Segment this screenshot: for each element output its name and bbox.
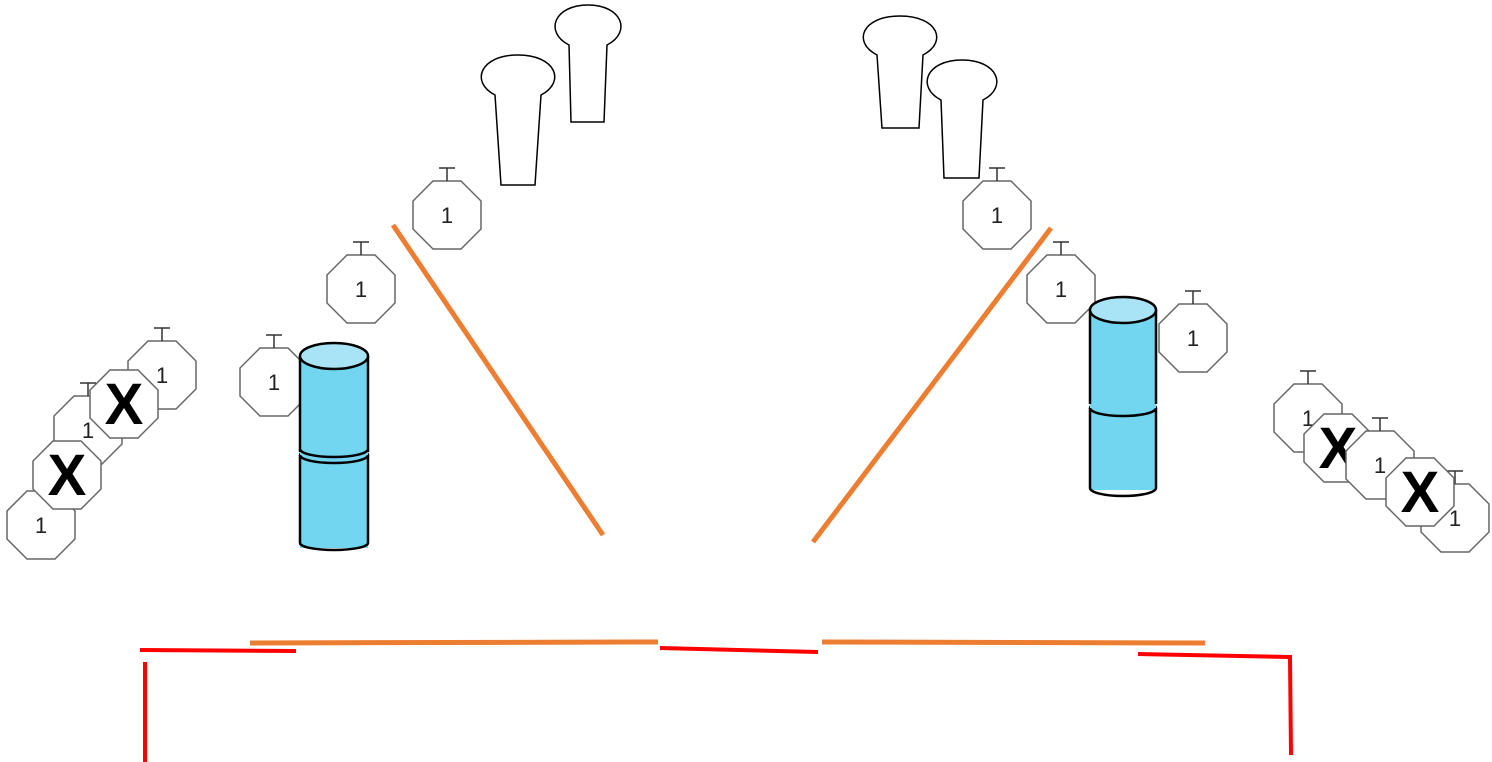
wall-front-right	[821, 639, 1206, 646]
octagon-target-icon: 1	[412, 167, 482, 250]
svg-text:1: 1	[1187, 326, 1199, 351]
fault-line-right	[1137, 652, 1293, 756]
octagon-target-icon: 1	[1026, 241, 1096, 324]
octagon-target-icon: 1	[1420, 470, 1490, 553]
no-shoot-target: X	[1385, 457, 1455, 527]
targets-right-cluster: 1 1 X 1 X	[1273, 370, 1490, 553]
targets-left-cluster: 1 1 1 X X	[6, 327, 197, 560]
popper-icon	[926, 59, 998, 179]
octagon-target-icon: 1	[6, 477, 76, 560]
fault-line-center	[659, 646, 819, 654]
svg-text:1: 1	[1302, 406, 1314, 431]
octagon-target-icon: 1	[239, 334, 309, 417]
octagon-target-icon: 1	[53, 382, 123, 465]
wall-diagonal-left	[390, 223, 606, 537]
x-mark-icon: X	[48, 443, 87, 508]
svg-text:1: 1	[156, 363, 168, 388]
svg-text:1: 1	[1374, 453, 1386, 478]
octagon-target-icon: 1	[962, 167, 1032, 250]
svg-text:1: 1	[991, 203, 1003, 228]
barrel-icon	[298, 341, 370, 552]
x-mark-icon: X	[105, 372, 144, 437]
popper-icon	[554, 4, 622, 123]
octagon-target-icon: 1	[1273, 370, 1343, 453]
svg-text:1: 1	[268, 370, 280, 395]
poppers	[480, 4, 998, 186]
popper-icon	[862, 15, 938, 129]
svg-text:1: 1	[35, 513, 47, 538]
svg-text:1: 1	[355, 277, 367, 302]
svg-text:1: 1	[82, 418, 94, 443]
no-shoot-target: X	[32, 440, 102, 510]
barrel-icon	[1088, 295, 1158, 498]
fault-lines	[139, 646, 1293, 762]
wall-diagonal-right	[811, 226, 1053, 544]
fault-line-left	[139, 648, 297, 653]
octagon-target-icon: 1	[1345, 417, 1415, 500]
svg-text:1: 1	[1055, 277, 1067, 302]
octagon-target-icon: 1	[326, 241, 396, 324]
svg-text:1: 1	[441, 203, 453, 228]
popper-icon	[480, 54, 556, 186]
no-shoot-target: X	[89, 369, 159, 439]
svg-text:1: 1	[1449, 506, 1461, 531]
targets-right-upper: 1 1 1	[962, 167, 1228, 373]
targets-left-upper: 1 1 1	[239, 167, 482, 417]
octagon-target-icon: 1	[127, 327, 197, 410]
x-mark-icon: X	[1401, 460, 1440, 525]
walls	[249, 223, 1206, 646]
wall-front-left	[249, 639, 659, 646]
octagon-target-icon: 1	[1158, 290, 1228, 373]
